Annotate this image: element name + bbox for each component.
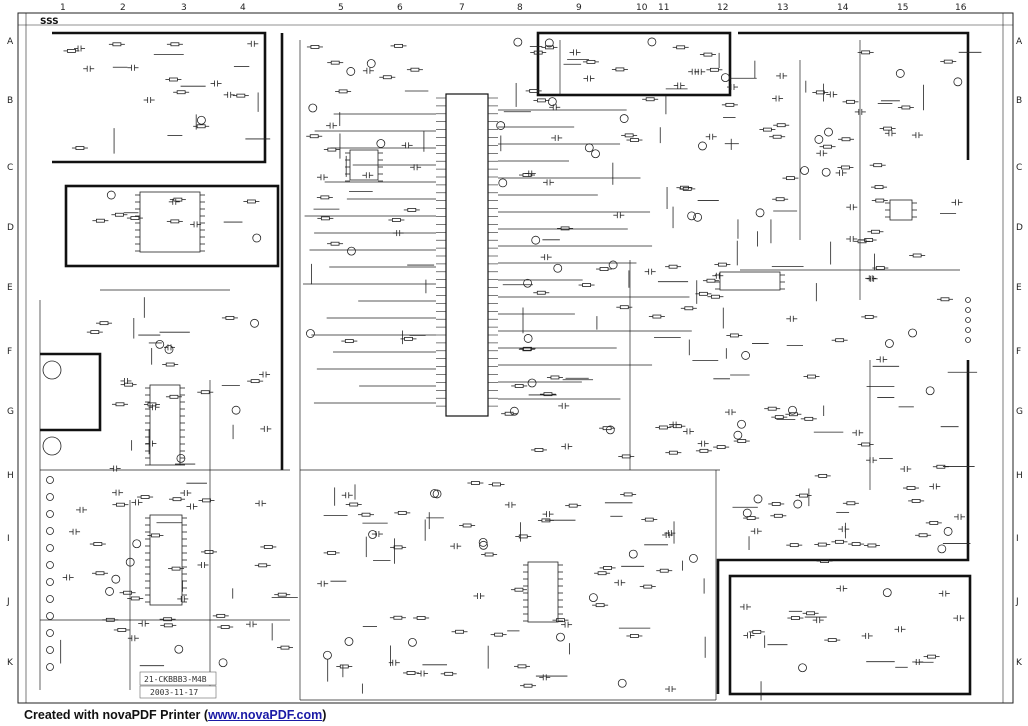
row-label: D: [1016, 223, 1023, 233]
row-label: A: [7, 37, 14, 47]
model-stamp: 21-CKBBB3-M4B: [144, 675, 207, 684]
schematic-wiring: [39, 40, 960, 701]
row-label: J: [1015, 597, 1019, 607]
footer-link[interactable]: www.novaPDF.com: [208, 708, 323, 722]
row-label: H: [7, 471, 14, 481]
row-labels-right: A B C D E F G H I J K: [1015, 37, 1023, 668]
col-label: 2: [120, 3, 126, 13]
pdf-footer: Created with novaPDF Printer (www.novaPD…: [24, 708, 326, 722]
row-label: A: [1016, 37, 1023, 47]
main-ic: [436, 93, 498, 417]
row-label: H: [1016, 471, 1023, 481]
row-label: F: [7, 347, 12, 357]
row-label: J: [6, 597, 10, 607]
row-label: I: [7, 534, 10, 544]
sheet-title: SSS: [40, 17, 59, 27]
row-label: G: [1016, 407, 1023, 417]
col-label: 3: [181, 3, 187, 13]
col-label: 8: [517, 3, 523, 13]
col-label: 14: [837, 3, 849, 13]
col-label: 12: [717, 3, 728, 13]
row-label: B: [7, 96, 13, 106]
col-label: 9: [576, 3, 582, 13]
row-label: I: [1016, 534, 1019, 544]
schematic-components: [42, 37, 982, 701]
footer-prefix: Created with novaPDF Printer (: [24, 708, 209, 722]
col-label: 11: [658, 3, 669, 13]
row-label: D: [7, 223, 14, 233]
footer-suffix: ): [322, 708, 327, 722]
row-label: B: [1016, 96, 1022, 106]
row-label: E: [7, 283, 13, 293]
date-stamp: 2003-11-17: [150, 688, 198, 697]
col-label: 1: [60, 3, 66, 13]
col-label: 4: [240, 3, 246, 13]
row-label: K: [1016, 658, 1023, 668]
revision-stamp: 21-CKBBB3-M4B 2003-11-17: [139, 671, 217, 699]
col-label: 10: [636, 3, 648, 13]
col-label: 16: [955, 3, 967, 13]
row-label: C: [7, 163, 13, 173]
col-label: 13: [777, 3, 788, 13]
row-label: F: [1016, 347, 1021, 357]
column-labels: 1 2 3 4 5 6 7 8 9 10 11 12 13 14 15 16: [60, 3, 967, 13]
row-labels: A B C D E F G H I J K: [6, 37, 14, 668]
col-label: 5: [338, 3, 344, 13]
col-label: 6: [397, 3, 403, 13]
row-label: E: [1016, 283, 1022, 293]
row-label: G: [7, 407, 14, 417]
col-label: 7: [459, 3, 465, 13]
col-label: 15: [897, 3, 908, 13]
block-outlines: [40, 31, 972, 696]
row-label: K: [7, 658, 14, 668]
row-label: C: [1016, 163, 1022, 173]
